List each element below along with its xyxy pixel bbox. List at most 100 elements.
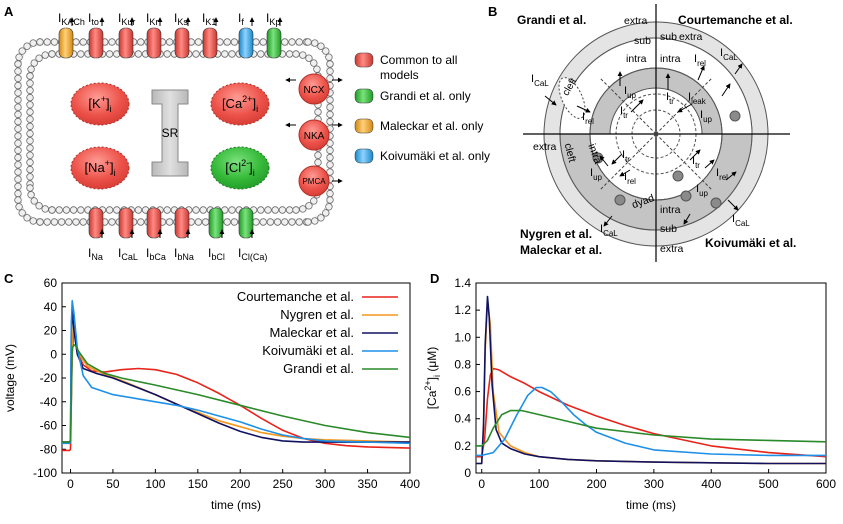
lipid-head <box>108 38 116 46</box>
lipid-head <box>105 206 114 214</box>
current-label-irel: Irel <box>716 167 728 182</box>
lipid-head <box>30 197 38 205</box>
panel-letter-d: D <box>430 271 439 286</box>
lipid-head <box>194 218 203 226</box>
lipid-head <box>325 203 333 211</box>
lipid-head <box>199 206 207 214</box>
lipid-head <box>26 129 34 138</box>
compartment-cleft: cleft <box>562 142 579 164</box>
ion-channel <box>58 27 74 59</box>
lipid-head <box>15 203 23 211</box>
x-tick-label: 0 <box>67 477 74 491</box>
lipid-head <box>252 38 260 46</box>
lipid-head <box>310 197 318 205</box>
y-tick-label: 0 <box>50 347 57 361</box>
ion-channel <box>174 207 190 239</box>
lipid-head <box>14 189 22 198</box>
series-line <box>62 299 411 445</box>
x-tick-label: 300 <box>315 477 335 491</box>
ncx-pump: NCX <box>285 73 343 105</box>
current-label-iup: Iup <box>696 183 709 198</box>
lipid-head <box>165 218 174 226</box>
x-tick-label: 500 <box>759 477 779 491</box>
lipid-tails <box>20 44 328 220</box>
lipid-head <box>72 218 80 226</box>
lipid-head <box>163 206 171 214</box>
ryr-dot <box>729 110 741 122</box>
lipid-head <box>299 205 307 213</box>
lipid-head <box>252 218 260 226</box>
lipid-head <box>288 38 296 46</box>
current-label-iup: Iup <box>700 109 713 124</box>
x-tick-label: 100 <box>145 477 165 491</box>
lipid-head <box>69 206 78 214</box>
legend-entry-label: Grandi et al. <box>283 361 354 376</box>
lipid-head <box>62 206 71 214</box>
x-tick-label: 50 <box>106 477 120 491</box>
lipid-head <box>326 67 334 75</box>
lipid-head <box>14 139 22 147</box>
lipid-head <box>72 38 80 46</box>
lipid-head <box>317 42 325 50</box>
nka-pump: NKA <box>285 119 343 151</box>
ryr-dot <box>710 197 722 209</box>
lipid-head <box>317 214 325 222</box>
lipid-head <box>292 206 300 214</box>
ion-na-label: [Na+]i <box>84 158 115 178</box>
y-tick-label: 1.4 <box>454 276 471 290</box>
current-label-ileak: Ileak <box>688 91 707 106</box>
x-tick-label: 100 <box>529 477 549 491</box>
lipid-head <box>14 196 22 204</box>
lipid-head <box>326 189 334 198</box>
channel-label: INa <box>88 246 103 262</box>
current-label-ical: ICaL <box>720 47 738 62</box>
calcium-compartment <box>210 82 270 126</box>
channel-label: IbCl <box>208 246 225 262</box>
y-tick-label: 0.2 <box>454 439 471 453</box>
lipid-head <box>26 158 34 167</box>
model-label-nygren: Nygren et al. <box>520 227 592 241</box>
x-tick-label: 400 <box>701 477 721 491</box>
y-tick-label: 60 <box>44 276 58 290</box>
y-tick-label: 0 <box>464 466 471 480</box>
lipid-head <box>23 42 31 50</box>
legend-swatch <box>354 118 374 134</box>
lipid-head <box>30 59 38 67</box>
y-tick-label: 1.0 <box>454 330 471 344</box>
x-tick-label: 200 <box>230 477 250 491</box>
legend-swatch <box>354 88 374 104</box>
lipid-head <box>43 38 51 46</box>
lipid-head <box>26 72 34 80</box>
lipid-head <box>57 218 66 226</box>
lipid-head <box>35 202 43 210</box>
lipid-head <box>23 214 31 222</box>
channel-label: IKr <box>146 11 158 27</box>
lipid-head <box>285 206 294 214</box>
compartment-extra: extra <box>533 141 557 153</box>
lipid-head <box>26 108 34 116</box>
lipid-head <box>201 218 210 226</box>
ion-channel <box>88 27 104 59</box>
ion-channel <box>118 27 134 59</box>
lipid-head <box>288 218 296 226</box>
lipid-head <box>271 206 279 214</box>
lipid-head <box>295 38 303 46</box>
current-label-irel: Irel <box>582 111 594 126</box>
channel-label: IbCa <box>146 246 166 262</box>
series-line <box>62 320 411 443</box>
series-line <box>476 409 827 447</box>
lipid-head <box>50 218 59 226</box>
series-line <box>476 367 827 458</box>
channel-label: IK1 <box>202 11 216 27</box>
current-label-irel: Irel <box>624 171 636 186</box>
lipid-head <box>223 218 231 226</box>
lipid-head <box>14 67 22 75</box>
lipid-head <box>26 115 34 123</box>
x-axis-label: time (ms) <box>211 498 261 512</box>
compartment-sub: sub <box>660 223 677 235</box>
lipid-head <box>27 65 35 73</box>
ion-channel <box>88 207 104 239</box>
